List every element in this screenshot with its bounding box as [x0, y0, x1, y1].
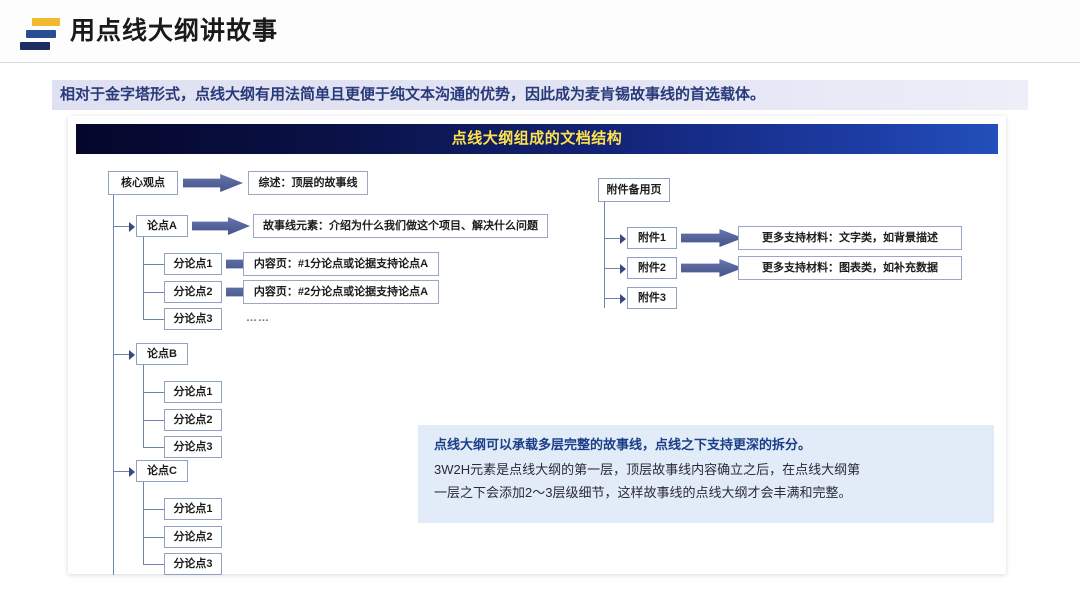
desc-label: 更多支持材料：图表类，如补充数据 [762, 261, 938, 274]
node-c-sub1[interactable]: 分论点1 [164, 498, 222, 520]
desc-overview[interactable]: 综述：顶层的故事线 [248, 171, 368, 195]
node-label: 分论点2 [173, 413, 213, 426]
node-label: 论点B [147, 347, 177, 360]
node-a-sub2[interactable]: 分论点2 [164, 281, 222, 303]
desc-appendix-2[interactable]: 更多支持材料：图表类，如补充数据 [738, 256, 962, 280]
node-c-sub3[interactable]: 分论点3 [164, 553, 222, 575]
logo-bar-top [32, 18, 60, 26]
connector-a-sub1 [143, 264, 165, 265]
connector-a-sub3 [143, 319, 165, 320]
connector-c-sub1 [143, 509, 165, 510]
desc-label: 内容页：#2分论点或论据支持论点A [253, 285, 429, 298]
logo-bar-middle [26, 30, 56, 38]
node-appendix-2[interactable]: 附件2 [627, 257, 677, 279]
node-label: 附件备用页 [606, 183, 662, 196]
connector-c-sub2 [143, 537, 165, 538]
diagram-canvas: 核心观点 综述：顶层的故事线 论点A 故事线元素：介绍为什么我们做这个项目、解决… [68, 116, 1006, 575]
node-label: 分论点1 [173, 502, 213, 515]
node-label: 分论点3 [173, 312, 213, 325]
connector-appendix-3 [604, 298, 622, 299]
node-label: 论点A [147, 219, 177, 232]
connector-appendix-2 [604, 268, 622, 269]
arrow-core-to-overview [183, 174, 243, 192]
node-label: 分论点3 [173, 557, 213, 570]
desc-label: 更多支持材料：文字类，如背景描述 [762, 231, 938, 244]
connector-to-argument-c [113, 471, 131, 472]
node-argument-b[interactable]: 论点B [136, 343, 188, 365]
node-core-viewpoint[interactable]: 核心观点 [108, 171, 178, 195]
ellipsis-more-items: …… [246, 312, 270, 324]
spine-main [113, 195, 114, 575]
diagram-title-banner: 点线大纲组成的文档结构 [76, 124, 998, 154]
node-c-sub2[interactable]: 分论点2 [164, 526, 222, 548]
node-label: 分论点3 [173, 440, 213, 453]
arrowhead-appendix-3 [620, 294, 626, 304]
callout-heading: 点线大纲可以承载多层完整的故事线，点线之下支持更深的拆分。 [434, 437, 812, 452]
node-b-sub3[interactable]: 分论点3 [164, 436, 222, 458]
connector-b-sub1 [143, 392, 165, 393]
node-label: 分论点1 [173, 257, 213, 270]
slide-header: 用点线大纲讲故事 [0, 0, 1080, 63]
desc-a-sub2[interactable]: 内容页：#2分论点或论据支持论点A [243, 280, 439, 304]
page-title: 用点线大纲讲故事 [70, 17, 279, 45]
connector-appendix-1 [604, 238, 622, 239]
arrowhead-argument-c [129, 467, 135, 477]
node-label: 核心观点 [121, 176, 165, 189]
connector-a-sub2 [143, 292, 165, 293]
spine-appendix [604, 202, 605, 308]
connector-to-argument-b [113, 354, 131, 355]
desc-argument-a[interactable]: 故事线元素：介绍为什么我们做这个项目、解决什么问题 [253, 214, 548, 238]
node-label: 附件1 [637, 231, 667, 244]
node-appendix-root[interactable]: 附件备用页 [598, 178, 670, 202]
logo-bar-bottom [20, 42, 50, 50]
node-b-sub2[interactable]: 分论点2 [164, 409, 222, 431]
arrowhead-argument-a [129, 222, 135, 232]
node-appendix-1[interactable]: 附件1 [627, 227, 677, 249]
node-appendix-3[interactable]: 附件3 [627, 287, 677, 309]
desc-a-sub1[interactable]: 内容页：#1分论点或论据支持论点A [243, 252, 439, 276]
arrowhead-appendix-1 [620, 234, 626, 244]
desc-appendix-1[interactable]: 更多支持材料：文字类，如背景描述 [738, 226, 962, 250]
spine-argument-b [143, 365, 144, 447]
three-bars-logo-icon [18, 18, 60, 52]
desc-label: 故事线元素：介绍为什么我们做这个项目、解决什么问题 [263, 219, 538, 232]
desc-label: 内容页：#1分论点或论据支持论点A [253, 257, 429, 270]
node-b-sub1[interactable]: 分论点1 [164, 381, 222, 403]
arrowhead-appendix-2 [620, 264, 626, 274]
spine-argument-c [143, 482, 144, 564]
callout-box: 点线大纲可以承载多层完整的故事线，点线之下支持更深的拆分。 3W2H元素是点线大… [418, 425, 994, 523]
spine-argument-a [143, 237, 144, 319]
callout-body-line-2: 一层之下会添加2～3层级细节，这样故事线的点线大纲才会丰满和完整。 [434, 485, 852, 500]
connector-b-sub2 [143, 420, 165, 421]
node-label: 分论点2 [173, 530, 213, 543]
arrow-appendix-2-to-desc [681, 259, 743, 277]
node-a-sub3[interactable]: 分论点3 [164, 308, 222, 330]
subtitle-banner: 相对于金字塔形式，点线大纲有用法简单且更便于纯文本沟通的优势，因此成为麦肯锡故事… [52, 80, 1028, 110]
connector-c-sub3 [143, 564, 165, 565]
arrowhead-argument-b [129, 350, 135, 360]
connector-b-sub3 [143, 447, 165, 448]
arrow-argument-a-to-desc [192, 217, 250, 235]
connector-to-argument-a [113, 226, 131, 227]
desc-label: 综述：顶层的故事线 [258, 176, 358, 189]
node-argument-c[interactable]: 论点C [136, 460, 188, 482]
node-label: 分论点1 [173, 385, 213, 398]
node-label: 附件3 [637, 291, 667, 304]
node-label: 附件2 [637, 261, 667, 274]
node-label: 论点C [147, 464, 177, 477]
node-label: 分论点2 [173, 285, 213, 298]
node-a-sub1[interactable]: 分论点1 [164, 253, 222, 275]
node-argument-a[interactable]: 论点A [136, 215, 188, 237]
callout-body-line-1: 3W2H元素是点线大纲的第一层，顶层故事线内容确立之后，在点线大纲第 [434, 462, 861, 477]
arrow-appendix-1-to-desc [681, 229, 743, 247]
